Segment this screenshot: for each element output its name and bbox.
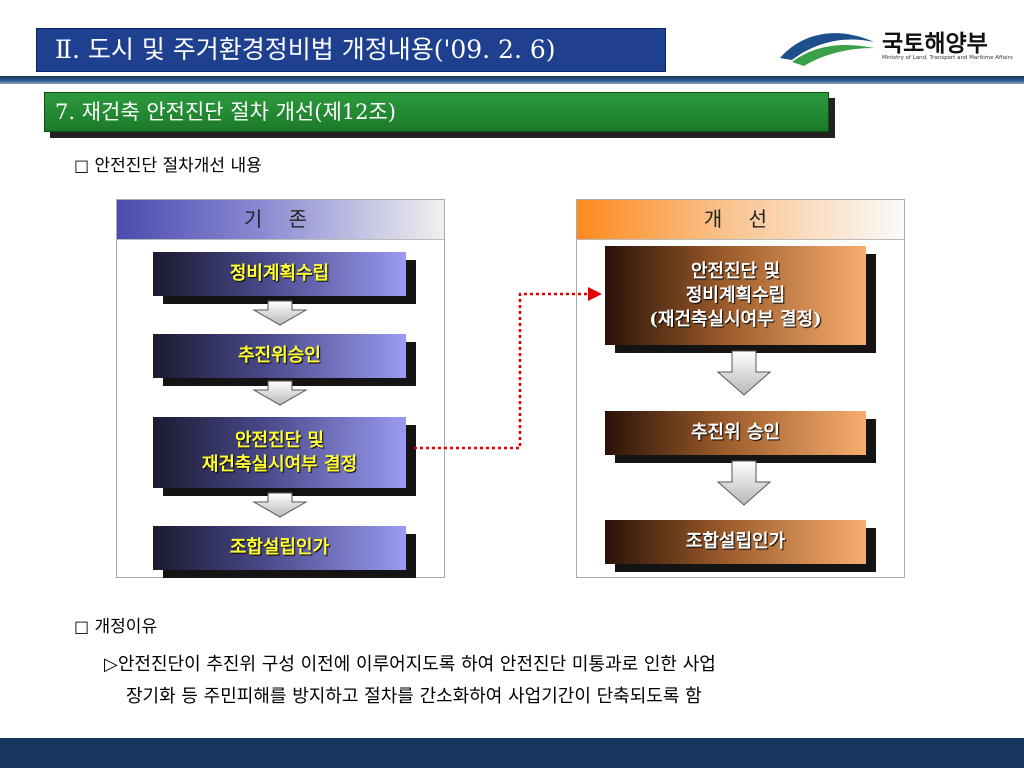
ministry-swoosh-icon — [780, 33, 874, 66]
before-step-1: 정비계획수립 — [153, 252, 416, 304]
content-heading: □ 안전진단 절차개선 내용 — [74, 151, 262, 176]
reason-heading: □ 개정이유 — [74, 612, 157, 637]
reason-heading-label: 개정이유 — [94, 617, 158, 637]
content-heading-label: 안전진단 절차개선 내용 — [94, 156, 262, 176]
after-step-3: 조합설립인가 — [605, 520, 876, 572]
checkbox-icon: □ — [74, 617, 90, 636]
reason-line-2: 장기화 등 주민피해를 방지하고 절차를 간소화하여 사업기간이 단축되도록 함 — [126, 686, 702, 707]
after-panel-heading: 개 선 — [577, 200, 904, 240]
logo-name: 국토해양부 — [882, 31, 988, 57]
down-arrow-icon — [252, 492, 308, 518]
before-step-4-label: 조합설립인가 — [153, 526, 406, 570]
down-arrow-icon — [252, 300, 308, 326]
before-step-2: 추진위승인 — [153, 334, 416, 386]
after-step-2-label: 추진위 승인 — [605, 411, 866, 455]
move-connector-arrow-icon — [414, 287, 602, 450]
page-title: Ⅱ. 도시 및 주거환경정비법 개정내용('09. 2. 6) — [36, 28, 666, 72]
after-step-1: 안전진단 및 정비계획수립 (재건축실시여부 결정) — [605, 246, 876, 353]
down-arrow-icon — [716, 460, 772, 506]
after-step-1-label: 안전진단 및 정비계획수립 (재건축실시여부 결정) — [605, 246, 866, 345]
triangle-marker-icon: ▷ — [104, 654, 118, 675]
header-divider — [0, 76, 1024, 84]
reason-line-1: ▷안전진단이 추진위 구성 이전에 이루어지도록 하여 안전진단 미통과로 인한… — [104, 654, 716, 675]
section-title: 7. 재건축 안전진단 절차 개선(제12조) — [44, 92, 829, 132]
before-step-2-label: 추진위승인 — [153, 334, 406, 378]
checkbox-icon: □ — [74, 156, 90, 175]
down-arrow-icon — [716, 350, 772, 396]
before-step-3-label: 안전진단 및 재건축실시여부 결정 — [153, 417, 406, 488]
ministry-logo: 국토해양부 Ministry of Land, Transport and Ma… — [778, 22, 1018, 72]
after-step-3-label: 조합설립인가 — [605, 520, 866, 564]
before-panel-heading: 기 존 — [117, 200, 444, 240]
before-step-1-label: 정비계획수립 — [153, 252, 406, 296]
before-step-4: 조합설립인가 — [153, 526, 416, 578]
footer-bar — [0, 738, 1024, 768]
before-step-3: 안전진단 및 재건축실시여부 결정 — [153, 417, 416, 496]
logo-subtitle: Ministry of Land, Transport and Maritime… — [882, 55, 1013, 61]
down-arrow-icon — [252, 380, 308, 406]
after-step-2: 추진위 승인 — [605, 411, 876, 463]
